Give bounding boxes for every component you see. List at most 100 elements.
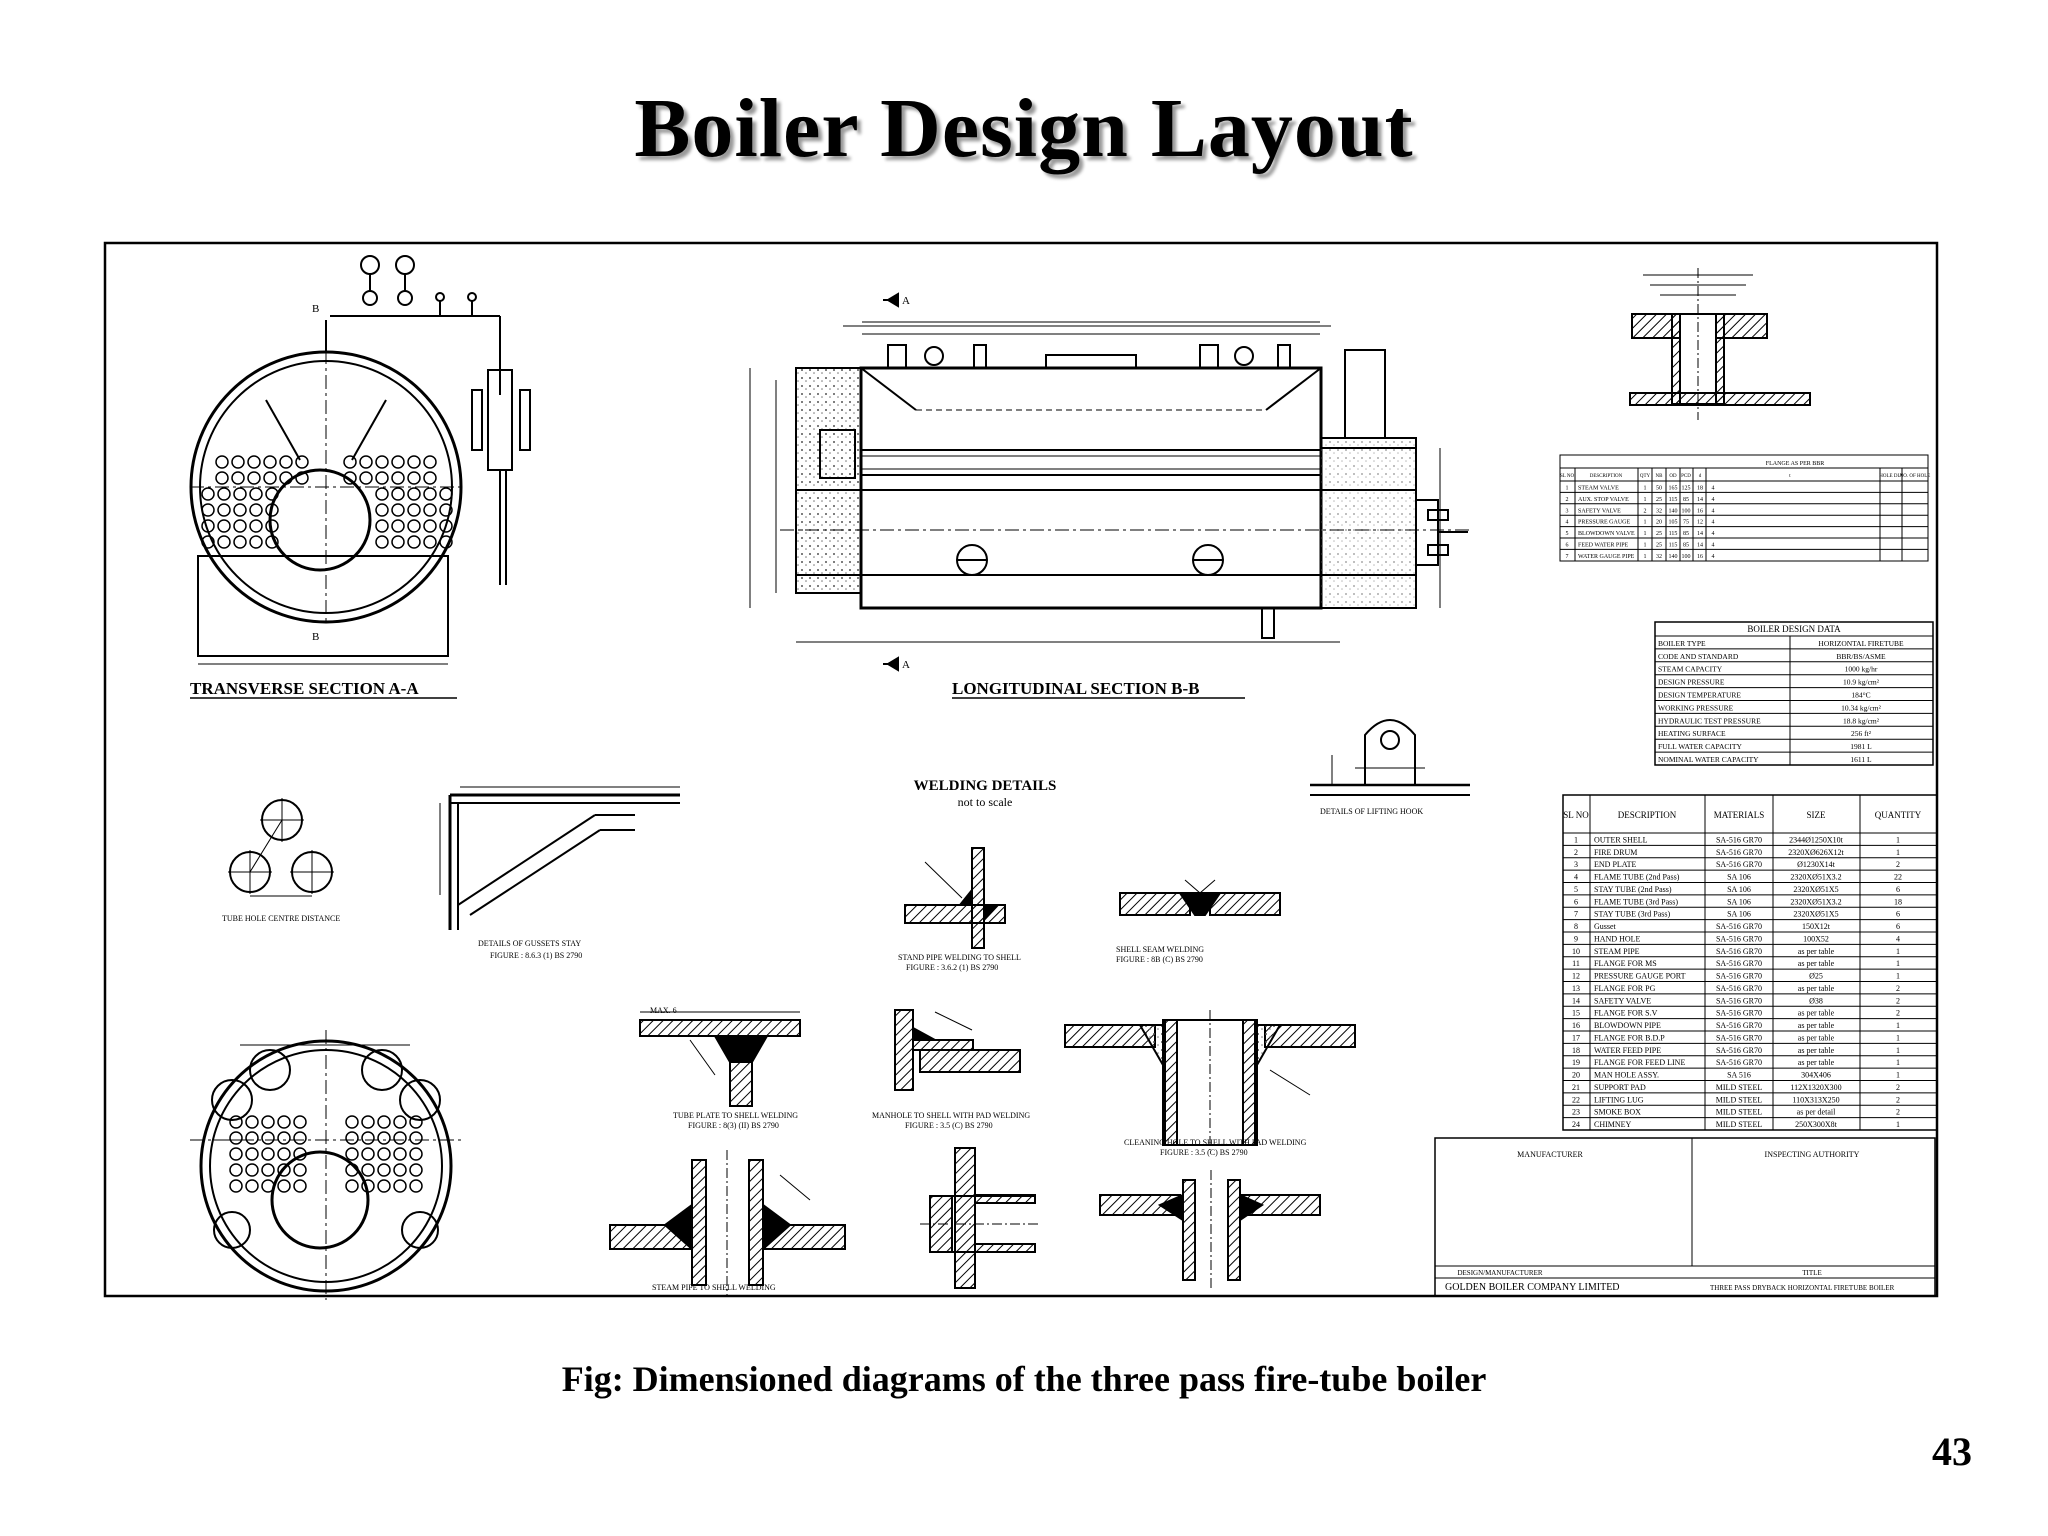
fire-tube-mark [423,471,437,485]
svg-text:INSPECTING AUTHORITY: INSPECTING AUTHORITY [1765,1150,1860,1159]
fire-tube-mark [361,1115,375,1129]
pipe-butt-detail [920,1147,1040,1289]
materials-header-cell: QUANTITY [1875,810,1922,820]
fire-tube-mark [345,1179,359,1193]
flange-header-cell: NB [1656,474,1664,479]
materials-table-cell: 112X1320X300 [1790,1083,1841,1092]
design-data-label: NOMINAL WATER CAPACITY [1658,755,1759,764]
materials-table-cell: as per table [1798,947,1835,956]
fire-tube-mark [375,535,389,549]
materials-table-cell: SA-516 GR70 [1716,996,1762,1005]
fire-tube-mark [217,519,231,533]
flange-table-cell: 3 [1566,508,1569,514]
materials-table-cell: 2 [1896,1009,1900,1018]
flange-header-cell: OD [1669,474,1677,479]
svg-text:MAX. 6: MAX. 6 [650,1006,677,1015]
materials-table-cell: 1 [1896,1046,1900,1055]
fire-tube-mark [345,1115,359,1129]
materials-table-cell: 2320XØ51X5 [1793,885,1838,894]
end-plate-view [190,1030,462,1300]
flange-table-cell: 25 [1656,497,1662,503]
page-number: 43 [1932,1429,1972,1474]
flange-header-cell: t [1789,474,1791,479]
flange-header-cell: NO. OF HOLE [1900,474,1931,479]
fire-tube-mark [391,471,405,485]
flange-header-cell: DESCRIPTION [1590,474,1623,479]
materials-table-cell: as per table [1798,1021,1835,1030]
fire-tube-mark [279,455,293,469]
materials-table-cell: HAND HOLE [1594,934,1641,943]
flange-table-cell: 1 [1644,531,1647,537]
gusset-detail: DETAILS OF GUSSETS STAY FIGURE : 8.6.3 (… [439,786,680,960]
fire-tube-mark [423,519,437,533]
design-data-label: HEATING SURFACE [1658,729,1726,738]
fire-tube-mark [231,471,245,485]
materials-table-cell: 8 [1574,922,1578,931]
flange-table-cell: 50 [1656,486,1662,492]
flange-table-cell: 115 [1669,531,1678,537]
flange-table-cell: 2 [1566,497,1569,503]
materials-table-cell: FLANGE FOR B.D.P [1594,1033,1665,1042]
materials-table-cell: SA 106 [1727,897,1751,906]
fire-tube-mark [407,455,421,469]
materials-table-cell: 2 [1896,984,1900,993]
design-data-label: STEAM CAPACITY [1658,665,1723,674]
flange-header-cell: SL NO [1560,474,1575,479]
lifting-hook-detail: DETAILS OF LIFTING HOOK [1310,719,1470,816]
flange-table-cell: 85 [1683,531,1689,537]
flange-table-cell: 4 [1712,486,1715,492]
materials-table-cell: FLANGE FOR PG [1594,984,1656,993]
steam-pipe-weld-detail: STEAM PIPE TO SHELL WELDING [609,1150,846,1295]
materials-table-cell: 2320XØ626X12t [1788,848,1844,857]
flange-table-cell: 14 [1697,531,1703,537]
materials-table-cell: 19 [1572,1058,1580,1067]
materials-table-cell: 6 [1896,910,1900,919]
materials-table-cell: 22 [1572,1095,1580,1104]
fire-tube-mark [265,519,279,533]
design-data-label: DESIGN TEMPERATURE [1658,691,1741,700]
design-data-value: BBR/BS/ASME [1836,652,1886,661]
materials-table-cell: WATER FEED PIPE [1594,1046,1661,1055]
longitudinal-section: A A LONGITUDINAL SECTION B-B [749,292,1470,699]
slide-title: Boiler Design Layout [634,82,1414,175]
svg-text:GOLDEN BOILER COMPANY LIMITED: GOLDEN BOILER COMPANY LIMITED [1445,1282,1620,1293]
materials-table-cell: 1 [1896,848,1900,857]
welding-details-subtitle: not to scale [958,795,1013,809]
manhole-weld-detail: MANHOLE TO SHELL WITH PAD WELDING FIGURE… [872,1009,1030,1130]
materials-table-cell: LIFTING LUG [1594,1095,1644,1104]
fire-tube-mark [201,519,215,533]
materials-table-cell: SA 106 [1727,873,1751,882]
flange-table-cell: STEAM VALVE [1578,486,1619,492]
fire-tube-mark [423,487,437,501]
svg-text:FIGURE : 8B (C) BS 2790: FIGURE : 8B (C) BS 2790 [1116,955,1203,964]
materials-table-cell: 24 [1572,1120,1580,1129]
svg-text:A: A [902,295,910,307]
svg-text:FLANGE AS PER BBR: FLANGE AS PER BBR [1766,461,1825,467]
materials-table-cell: 1 [1896,1058,1900,1067]
flange-table-cell: 1 [1644,486,1647,492]
svg-text:FIGURE : 3.6.2 (1) BS 2790: FIGURE : 3.6.2 (1) BS 2790 [906,963,998,972]
fire-tube-mark [295,471,309,485]
materials-table-cell: STEAM PIPE [1594,947,1640,956]
materials-table-cell: SUPPORT PAD [1594,1083,1646,1092]
materials-table-cell: SA-516 GR70 [1716,947,1762,956]
flange-table-cell: 6 [1566,543,1569,549]
materials-table-cell: 20 [1572,1071,1580,1080]
flange-table-cell: 1 [1644,520,1647,526]
materials-table-cell: 18 [1572,1046,1580,1055]
fire-tube-mark [217,535,231,549]
materials-table-cell: 6 [1896,922,1900,931]
fire-tube-mark [293,1163,307,1177]
flange-table-cell: 1 [1566,486,1569,492]
fire-tube-mark [439,519,453,533]
fire-tube-mark [247,455,261,469]
fire-tube-mark [229,1147,243,1161]
materials-table-cell: SAFETY VALVE [1594,996,1651,1005]
fire-tube-mark [391,503,405,517]
design-data-value: 10.34 kg/cm² [1841,703,1881,712]
flange-table-cell: 4 [1712,520,1715,526]
materials-table-cell: 13 [1572,984,1580,993]
materials-table-cell: 16 [1572,1021,1580,1030]
